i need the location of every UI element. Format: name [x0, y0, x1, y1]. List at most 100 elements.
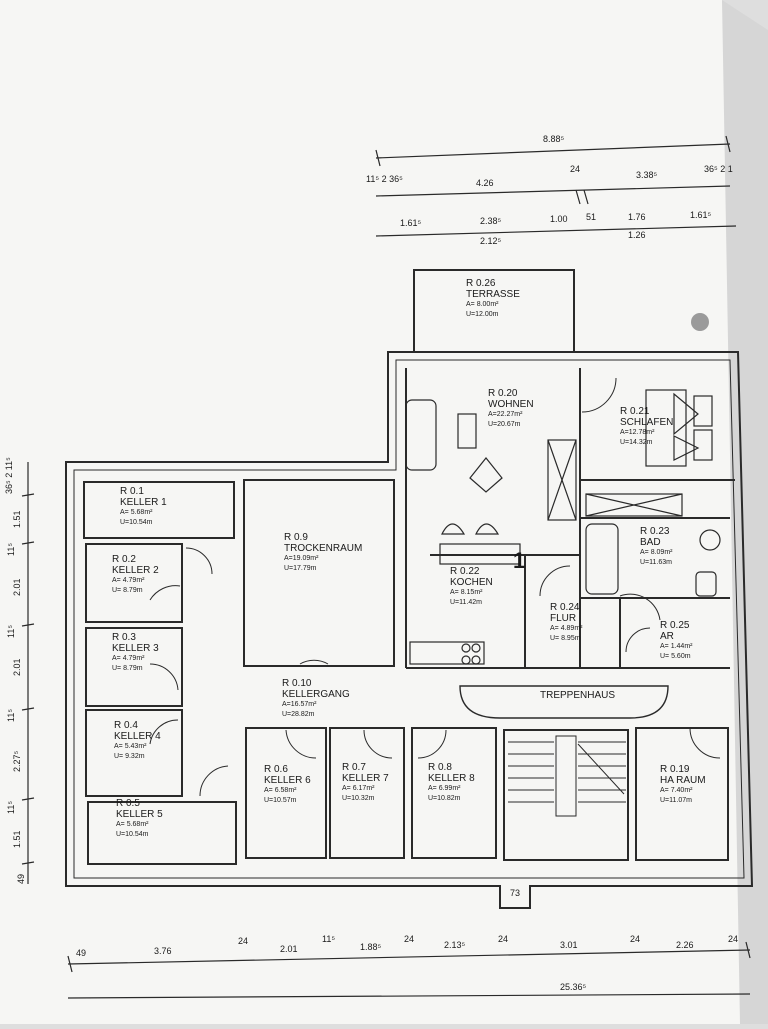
room-label-bad: R 0.23 BAD A= 8.09m² U=11.63m: [640, 526, 673, 568]
room-name: BAD: [640, 537, 661, 548]
bathtub: [585, 523, 619, 595]
room-id: R 0.9: [284, 532, 308, 543]
room-label-keller6: R 0.6 KELLER 6 A= 6.58m² U=10.57m: [264, 764, 311, 806]
chair-2: [475, 523, 500, 535]
dim-top-row2-sub-0: 2.12⁵: [480, 236, 502, 246]
room-label-haraum: R 0.19 HA RAUM A= 7.40m² U=11.07m: [660, 764, 706, 806]
dim-bottom-8: 24: [498, 934, 509, 944]
room-area: A= 4.79m²: [112, 655, 145, 662]
room-name: KOCHEN: [450, 577, 493, 588]
room-name: KELLER 1: [120, 497, 167, 508]
room-area: A= 5.43m²: [114, 743, 147, 750]
dim-top-row1-3: 3.38⁵: [636, 170, 658, 180]
room-area: A=19.09m²: [284, 555, 319, 562]
furniture: [405, 389, 721, 665]
unit-number: 1: [513, 548, 526, 573]
room-id: R 0.3: [112, 632, 136, 643]
room-area: A= 4.89m²: [550, 625, 583, 632]
armchair: [469, 457, 503, 493]
room-area: A= 5.68m²: [120, 509, 153, 516]
room-label-terrasse: R 0.26 TERRASSE A= 8.00m² U=12.00m: [466, 278, 520, 320]
room-perimeter: U=10.57m: [264, 797, 297, 804]
room-perimeter: U=11.42m: [450, 599, 482, 606]
stair-outline: [503, 729, 629, 861]
room-area: A= 7.40m²: [660, 787, 693, 794]
room-name: WOHNEN: [488, 399, 534, 410]
room-perimeter: U= 8.95m: [550, 635, 581, 642]
room-id: R 0.4: [114, 720, 138, 731]
room-name: TROCKENRAUM: [284, 543, 363, 554]
dim-top-row2-3: 51: [586, 212, 597, 222]
room-id: R 0.24: [550, 602, 580, 613]
room-label-kellergang: R 0.10 KELLERGANG A=16.57m² U=28.82m: [282, 678, 350, 720]
outer-wall: [65, 351, 754, 909]
room-area: A= 8.00m²: [466, 301, 499, 308]
dim-left-6: 11⁵: [6, 708, 16, 722]
room-name: KELLER 6: [264, 775, 311, 786]
room-area: A= 6.17m²: [342, 785, 375, 792]
dim-bottom-12: 24: [728, 934, 739, 944]
room-id: R 0.20: [488, 388, 518, 399]
room-perimeter: U=11.07m: [660, 797, 692, 804]
dim-bottom-4: 11⁵: [322, 934, 336, 944]
walls: [65, 269, 754, 909]
room-perimeter: U=28.82m: [282, 711, 315, 718]
dim-bottom-11: 2.26: [676, 940, 694, 950]
room-id: R 0.1: [120, 486, 144, 497]
room-label-ar: R 0.25 AR A= 1.44m² U= 5.60m: [660, 620, 693, 662]
closet: [585, 493, 683, 517]
dim-bottom-9: 3.01: [560, 940, 578, 950]
dining-table: [439, 543, 521, 565]
room-name: KELLER 3: [112, 643, 159, 654]
room-perimeter: U= 8.79m: [112, 665, 143, 672]
room-name: KELLER 5: [116, 809, 163, 820]
room-name: KELLER 7: [342, 773, 389, 784]
room-name: KELLERGANG: [282, 689, 350, 700]
trockenraum-outline: [243, 479, 395, 667]
room-perimeter: U=14.32m: [620, 439, 653, 446]
dim-top-row2-sub-1: 1.26: [628, 230, 646, 240]
room-area: A= 4.79m²: [112, 577, 145, 584]
room-area: A=22.27m²: [488, 411, 523, 418]
underlying-sheet: [722, 0, 768, 1024]
sofa: [405, 399, 437, 471]
dim-bottom-3: 2.01: [280, 944, 298, 954]
room-perimeter: U=20.67m: [488, 421, 521, 428]
terrasse-outline: [413, 269, 575, 353]
dim-left-1: 1.51: [12, 510, 22, 528]
room-area: A= 6.58m²: [264, 787, 297, 794]
coffee-table: [457, 413, 477, 449]
room-name: KELLER 4: [114, 731, 161, 742]
room-name: AR: [660, 631, 674, 642]
room-name: KELLER 8: [428, 773, 475, 784]
room-name: FLUR: [550, 613, 577, 624]
dim-left-2: 11⁵: [6, 542, 16, 556]
room-area: A=12.78m²: [620, 429, 655, 436]
room-perimeter: U=12.00m: [466, 311, 499, 318]
room-perimeter: U= 8.79m: [112, 587, 143, 594]
dim-top-row1-4: 36⁵ 2 1: [704, 164, 733, 174]
toilet: [695, 571, 717, 597]
room-perimeter: U=10.54m: [116, 831, 149, 838]
room-label-keller7: R 0.7 KELLER 7 A= 6.17m² U=10.32m: [342, 762, 389, 804]
room-id: R 0.22: [450, 566, 480, 577]
dim-bottom-1: 3.76: [154, 946, 172, 956]
dim-left-4: 11⁵: [6, 624, 16, 638]
room-id: R 0.7: [342, 762, 366, 773]
room-perimeter: U=17.79m: [284, 565, 317, 572]
room-id: R 0.8: [428, 762, 452, 773]
dim-bottom-0: 49: [76, 948, 87, 958]
treppenhaus-label: TREPPENHAUS: [540, 690, 616, 701]
dim-left-8: 11⁵: [6, 800, 16, 814]
chair-1: [441, 523, 466, 535]
dim-left-9: 1.51: [12, 830, 22, 848]
bed: [645, 389, 687, 467]
room-perimeter: U=10.82m: [428, 795, 461, 802]
door-swings: [149, 377, 721, 797]
dim-top-row2-4: 1.76: [628, 212, 646, 222]
room-id: R 0.23: [640, 526, 670, 537]
room-area: A= 8.09m²: [640, 549, 673, 556]
dim-top-row2-1: 2.38⁵: [480, 216, 502, 226]
